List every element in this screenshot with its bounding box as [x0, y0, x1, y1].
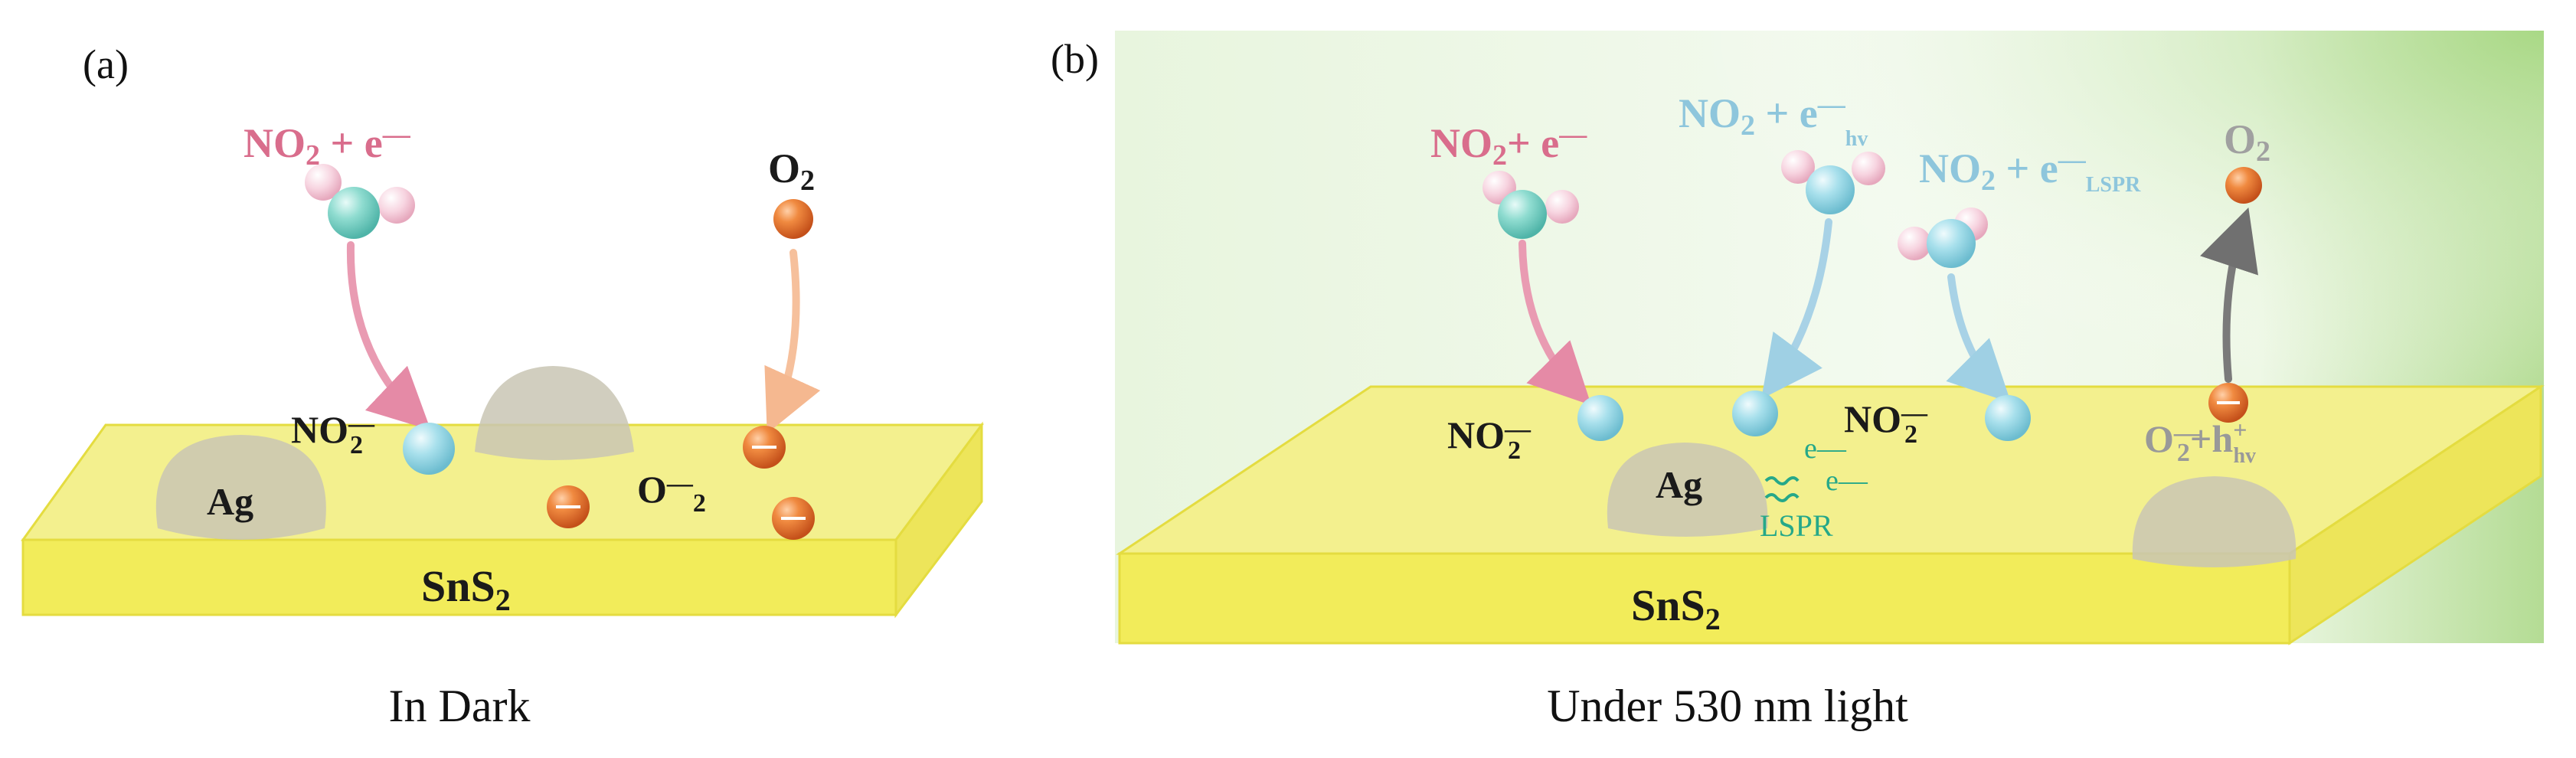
caption-b: Under 530 nm light [1547, 681, 1908, 731]
electron-label-b1: e— [1804, 433, 1847, 465]
no2-molecule-a [305, 164, 415, 239]
lspr-wavy-arrows [1764, 476, 1800, 502]
adsorbed-o2-a3 [772, 497, 815, 540]
adsorbed-o2-b [2208, 383, 2248, 423]
adsorbed-no2-a [403, 423, 455, 475]
panel-a: (a) Ag SnS2 NO2 + e— NO—2 O2 [21, 41, 984, 731]
caption-a: In Dark [389, 681, 531, 731]
o2-hole-label-b: O—2+h+hv [2144, 416, 2256, 468]
o2-ion-label-a: O—2 [637, 468, 706, 518]
o2-molecule-b [2225, 167, 2262, 204]
adsorbed-o2-a2 [547, 485, 590, 528]
adsorbed-no2-b3 [1985, 395, 2031, 441]
o2-label-a: O2 [768, 145, 815, 197]
o2-molecule-a [773, 199, 813, 239]
adsorbed-no2-b2 [1732, 390, 1778, 436]
panel-b-label: (b) [1051, 36, 1099, 82]
ag-label-b: Ag [1656, 463, 1702, 506]
lspr-label-b: LSPR [1760, 508, 1833, 543]
no2-reaction-label-b: NO2+ e— [1430, 119, 1587, 172]
no2-ion-label-b2: NO—2 [1844, 397, 1928, 449]
electron-label-b2: e— [1826, 465, 1868, 497]
panel-b: (b) Ag SnS2 NO2+ e— NO—2 NO2 + e—hv [1051, 31, 2545, 731]
no2-ion-label-a: NO—2 [291, 408, 375, 459]
desorption-arrow-o2-b [2200, 207, 2258, 383]
adsorption-arrow-no2-a [346, 241, 431, 430]
adsorbed-no2-b1 [1577, 395, 1623, 441]
ag-particle-a1 [155, 435, 326, 540]
no2-molecule-b3 [1898, 207, 1988, 268]
no2-reaction-label-a: NO2 + e— [244, 119, 411, 172]
no2-ion-label-b1: NO—2 [1447, 413, 1532, 465]
no2-molecule-b1 [1483, 171, 1579, 239]
substrate-label-b: SnS2 [1631, 580, 1721, 636]
adsorption-arrow-o2-a [764, 249, 821, 434]
ag-particle-a2 [475, 366, 634, 460]
ag-label-a: Ag [207, 480, 253, 523]
no2-molecule-b2 [1781, 150, 1885, 214]
ag-particle-b2 [2132, 476, 2296, 567]
adsorption-arrow-no2-b2 [1761, 218, 1832, 400]
panel-a-label: (a) [83, 41, 129, 87]
adsorption-arrow-no2-b1 [1518, 240, 1592, 406]
ag-particle-b1 [1607, 443, 1768, 537]
adsorbed-o2-a1 [743, 426, 786, 469]
adsorption-arrow-no2-b3 [1946, 273, 2012, 404]
substrate-label-a: SnS2 [421, 561, 511, 617]
no2-lspr-label-b: NO2 + e—LSPR [1919, 144, 2141, 197]
o2-label-b: O2 [2224, 116, 2270, 168]
no2-hv-label-b: NO2 + e—hv [1679, 89, 1868, 151]
